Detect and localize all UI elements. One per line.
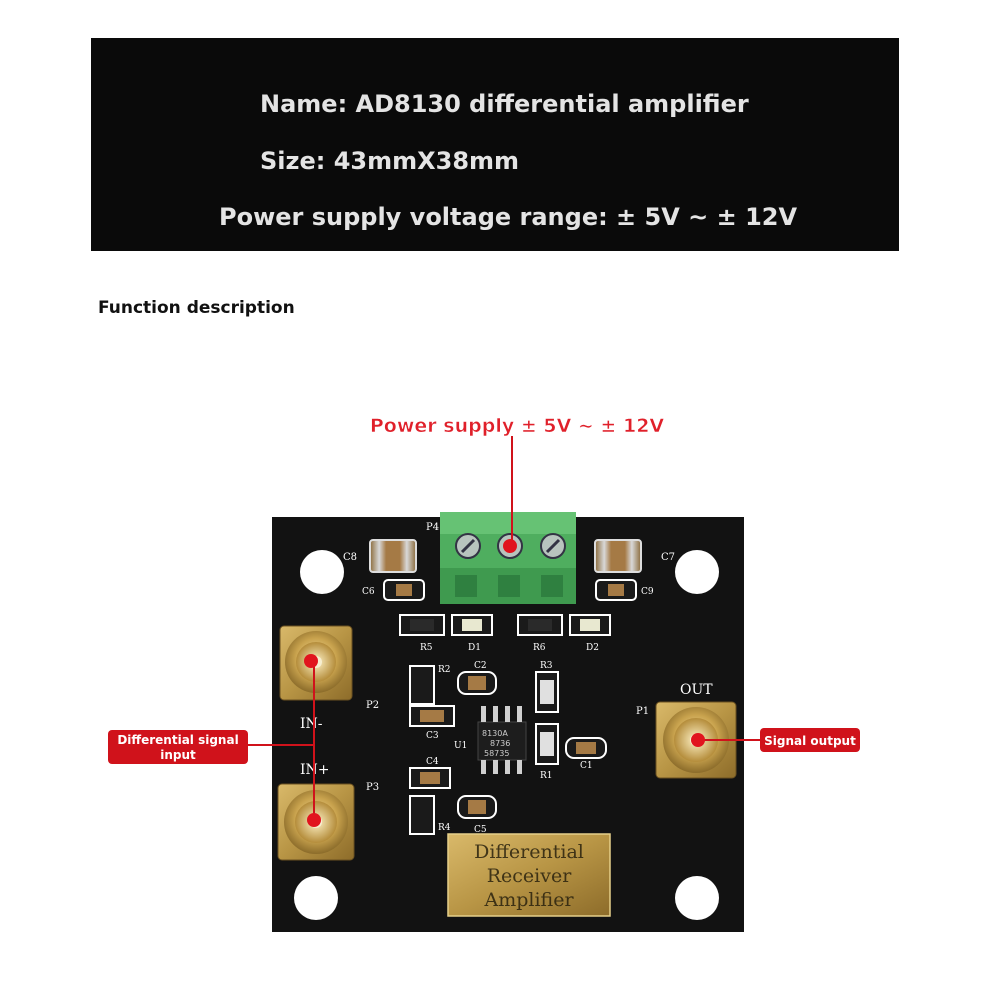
silk-label: P2 [366,700,379,711]
mounting-hole-icon [675,876,719,920]
callout-differential-input: input [160,748,196,762]
product-name-text: Name: AD8130 differential amplifier [260,90,749,118]
callout-differential-input: Differential signal [117,733,238,747]
silk-label: C1 [580,761,593,771]
product-size-text: Size: 43mmX38mm [260,147,520,175]
mounting-hole-icon [300,550,344,594]
resistor-r4 [409,795,435,835]
silk-label: OUT [680,682,713,698]
chip-marking: 58735 [484,749,509,758]
capacitor-c7 [594,539,642,573]
resistor-r5 [399,614,445,636]
chip-u1: 8130A 8736 58735 [477,706,527,774]
callout-dot-icon [307,813,321,827]
mounting-hole-icon [294,876,338,920]
resistor-r6 [517,614,563,636]
silk-label: C5 [474,825,487,835]
silk-label: R4 [438,823,451,833]
info-banner: Name: AD8130 differential amplifier Size… [91,38,899,251]
mounting-hole-icon [675,550,719,594]
silk-label: P1 [636,706,649,717]
capacitor-c8 [369,539,417,573]
led-d1 [451,614,493,636]
silk-label: IN- [300,716,323,732]
silk-label: P3 [366,782,379,793]
terminal-block-p4 [440,512,576,604]
plate-text: Differential [474,841,584,863]
resistor-r2 [409,665,435,705]
silk-label: R5 [420,643,433,653]
silk-label: U1 [454,741,467,751]
silk-label: C3 [426,731,439,741]
callout-dot-icon [691,733,705,747]
silk-label: C4 [426,757,439,767]
chip-marking: 8736 [490,739,510,748]
led-d2 [569,614,611,636]
callout-badge [108,730,248,764]
plate-text: Receiver [487,865,572,887]
silk-label: C7 [661,552,675,563]
plate-text: Amplifier [483,889,574,911]
silk-label: C8 [343,552,357,563]
chip-marking: 8130A [482,729,508,738]
silk-label: C6 [362,587,375,597]
gold-name-plate: Differential Receiver Amplifier [447,833,611,917]
silk-label: R6 [533,643,546,653]
voltage-range-text: Power supply voltage range: ± 5V ~ ± 12V [219,203,798,231]
function-description-heading: Function description [98,298,295,318]
silk-label: R3 [540,661,553,671]
silk-label: C2 [474,661,487,671]
callout-dot-icon [304,654,318,668]
silk-label: D2 [586,643,599,653]
callout-badge [760,728,860,752]
silk-label: P4 [426,522,439,533]
callout-power-supply: Power supply ± 5V ~ ± 12V [370,415,665,437]
silk-label: D1 [468,643,481,653]
callout-dot-icon [503,539,517,553]
callout-signal-output: Signal output [764,734,856,748]
silk-label: C9 [641,587,654,597]
silk-label: R2 [438,665,451,675]
silk-label: R1 [540,771,553,781]
